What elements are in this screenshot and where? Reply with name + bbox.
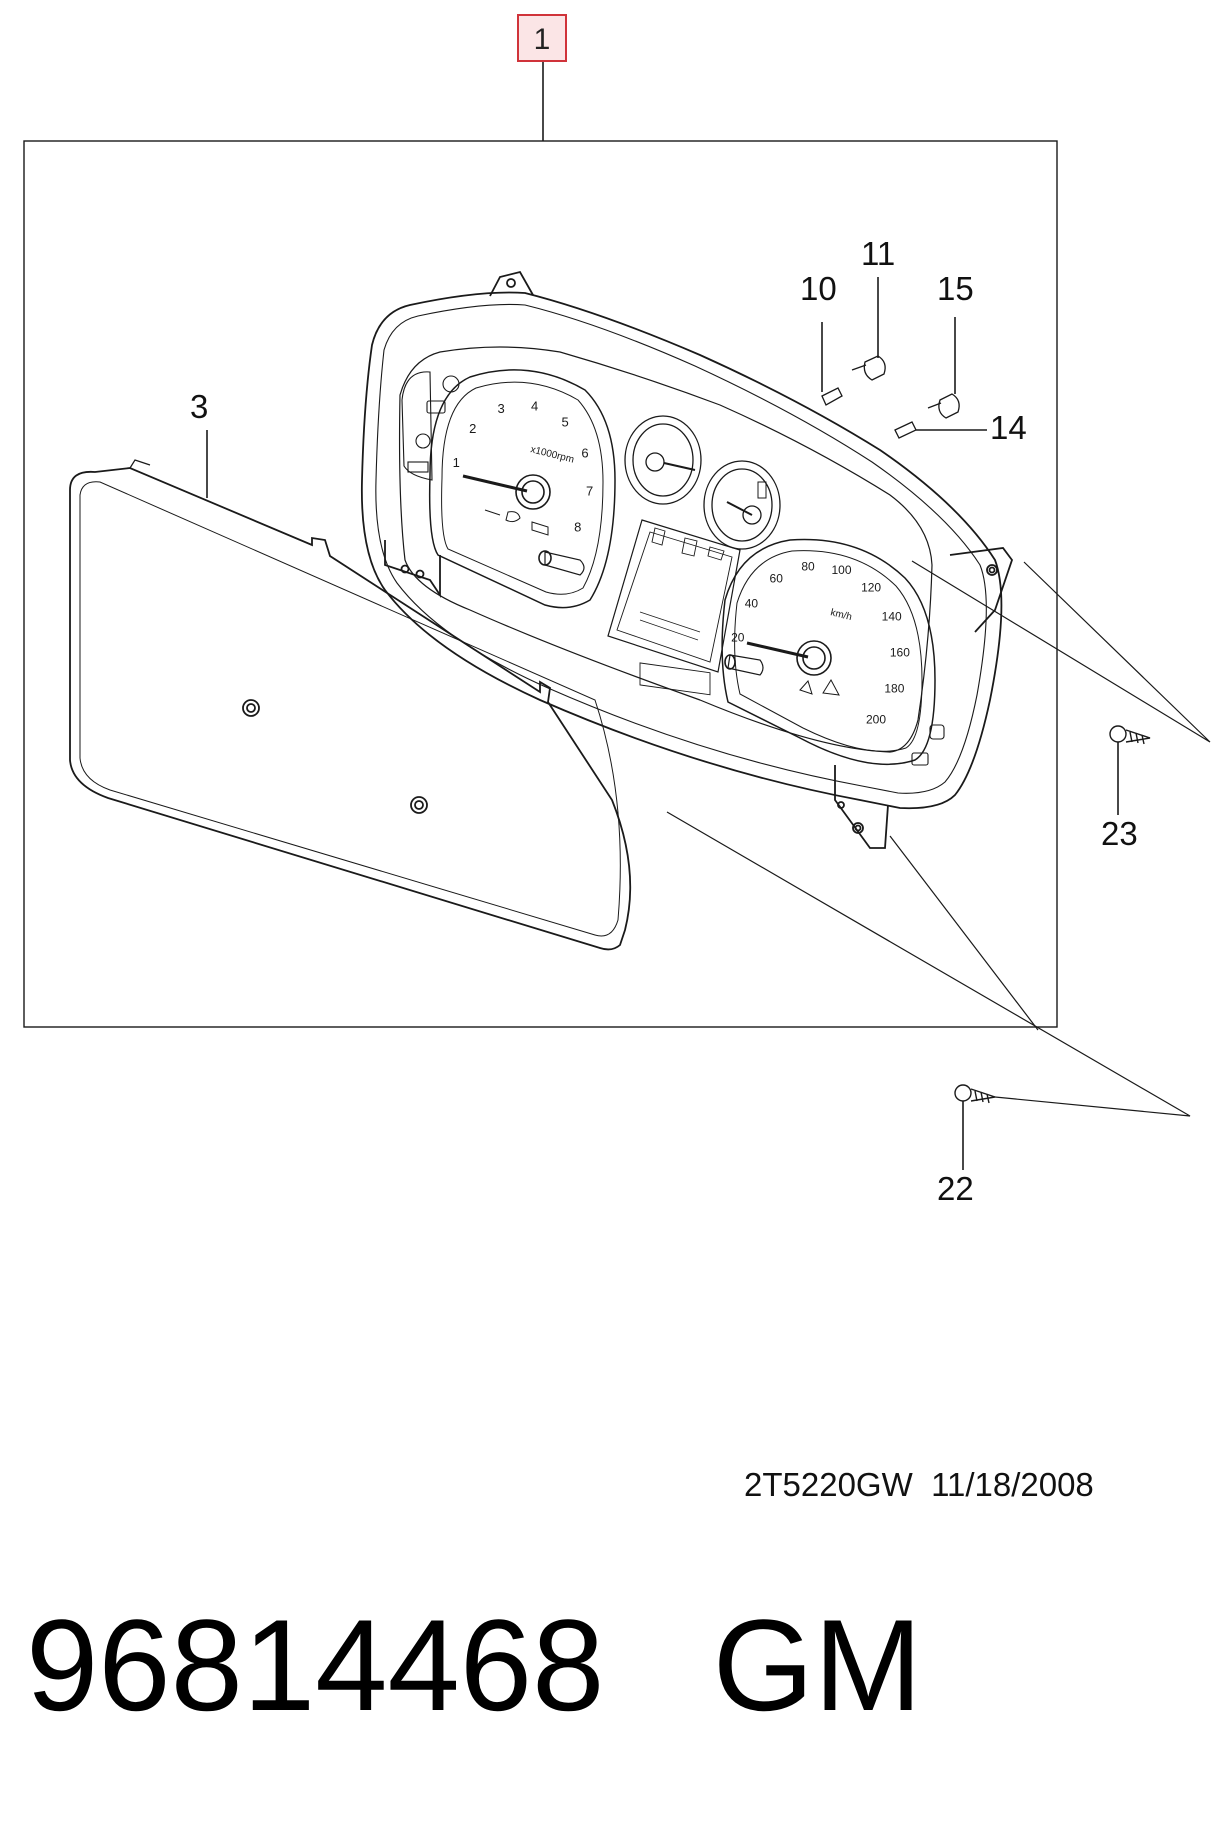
tachometer-tick-6: 6 [581, 446, 588, 461]
bulb-10 [821, 387, 843, 406]
speedometer-tick-180: 180 [884, 682, 904, 696]
callout-10-bulb: 10 [800, 270, 837, 307]
socket-11 [851, 355, 886, 381]
tachometer-tick-2: 2 [469, 421, 476, 436]
speedometer-tick-80: 80 [801, 560, 815, 574]
screw-23-guide-lines [911, 560, 1211, 743]
tachometer-tick-5: 5 [561, 415, 568, 430]
callout-15-socket: 15 [937, 270, 974, 307]
speedometer-tick-20: 20 [731, 630, 745, 644]
right-warning-lamps [911, 724, 945, 766]
tachometer-tick-4: 4 [531, 398, 538, 413]
speedometer-tick-40: 40 [745, 597, 759, 611]
tachometer-gauge: 1 2 3 4 5 6 7 8 x1000rpm [428, 369, 616, 609]
part-number: 96814468 [26, 1592, 605, 1738]
assembly-frame [23, 140, 1058, 1028]
speedometer-tick-160: 160 [890, 645, 910, 659]
callout-22-screw: 22 [937, 1170, 974, 1207]
socket-15 [927, 393, 960, 419]
screw-22-guide-lines [666, 811, 1191, 1117]
speedometer-tick-120: 120 [861, 580, 881, 594]
callout-14-bulb: 14 [990, 409, 1027, 446]
callout-3-lens: 3 [190, 388, 209, 425]
fuel-gauge [703, 460, 781, 550]
callout-23-screw: 23 [1101, 815, 1138, 852]
tachometer-tick-3: 3 [497, 401, 504, 416]
speedometer-gauge: 20 40 60 80 100 120 140 160 180 200 km/h [721, 538, 936, 765]
tachometer-tick-7: 7 [586, 484, 593, 499]
screw-22 [954, 1084, 996, 1104]
tachometer-tick-labels: 1 2 3 4 5 6 7 8 [453, 398, 594, 534]
temperature-gauge [624, 415, 702, 505]
speedometer-unit: km/h [829, 607, 853, 623]
cluster-housing [360, 270, 1014, 849]
drawing-code: 2T5220GW 11/18/2008 [744, 1466, 1094, 1503]
speedometer-tick-140: 140 [882, 610, 902, 624]
speedometer-tick-60: 60 [770, 572, 784, 586]
lens-guide-line [889, 835, 1039, 1031]
lens-cover [69, 459, 632, 951]
brand-name: GM [712, 1592, 923, 1738]
tachometer-tick-8: 8 [574, 520, 581, 535]
tachometer-unit: x1000rpm [529, 444, 575, 465]
callout-1-assembly: 1 [517, 14, 567, 62]
speedometer-tick-100: 100 [831, 563, 851, 577]
left-warning-lamp-panel [401, 371, 460, 481]
tachometer-tick-1: 1 [453, 455, 460, 470]
speedometer-tick-200: 200 [866, 713, 886, 727]
callout-11-socket: 11 [861, 235, 896, 272]
speedometer-tick-labels: 20 40 60 80 100 120 140 160 180 200 [731, 560, 910, 727]
screw-23 [1109, 725, 1151, 745]
bulb-14 [894, 421, 917, 439]
part-number-footer: 96814468 GM [26, 1600, 922, 1730]
center-lcd-panel [607, 519, 741, 696]
